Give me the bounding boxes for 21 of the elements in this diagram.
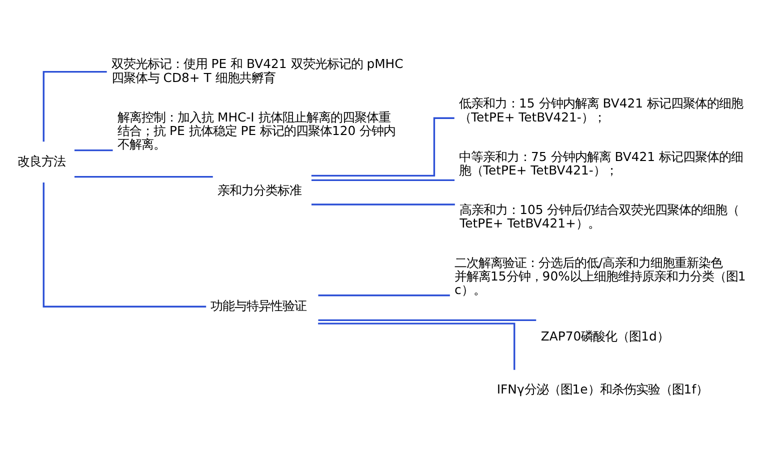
node-text: ZAP70磷酸化（图1d） — [540, 328, 669, 343]
connector — [311, 116, 454, 176]
connector — [311, 203, 455, 205]
node-text: 双荧光标记：使用 PE 和 BV421 双荧光标记的 pMHC 四聚体与 CD8+ T 细胞共孵育 — [111, 56, 404, 84]
connector — [318, 318, 536, 321]
node-text: 二次解离验证：分选后的低/高亲和力细胞重新染色并解离15分钟，90%以上细胞维持原亲和力分类（图1c）。 — [454, 254, 746, 296]
node-text: 功能与特异性验证 — [210, 297, 307, 312]
connector — [311, 178, 455, 181]
connector — [74, 175, 213, 178]
node-text: 低亲和力：15 分钟内解离 BV421 标记四聚体的细胞（TetPE+ TetBV421-）； — [459, 95, 743, 124]
connector — [42, 70, 107, 142]
node-text: 高亲和力：105 分钟后仍结合双荧光四聚体的细胞（TetPE+ TetBV421+）。 — [460, 201, 740, 230]
node-text: 解离控制：加入抗 MHC-I 抗体阻止解离的四聚体重结合；抗 PE 抗体稳定 PE 标记的四聚体120 分钟内不解离。 — [118, 108, 396, 151]
connector — [318, 294, 450, 296]
node-text: 中等亲和力：75 分钟内解离 BV421 标记四聚体的细胞（TetPE+ TetBV421-）； — [459, 148, 743, 177]
node-text: 亲和力分类标准 — [217, 182, 302, 198]
connector — [42, 182, 206, 307]
connector — [74, 148, 113, 151]
node-text: IFNγ分泌（图1e）和杀伤实验（图1f） — [496, 380, 708, 396]
connector — [318, 322, 516, 370]
node-text: 改良方法 — [18, 152, 66, 168]
